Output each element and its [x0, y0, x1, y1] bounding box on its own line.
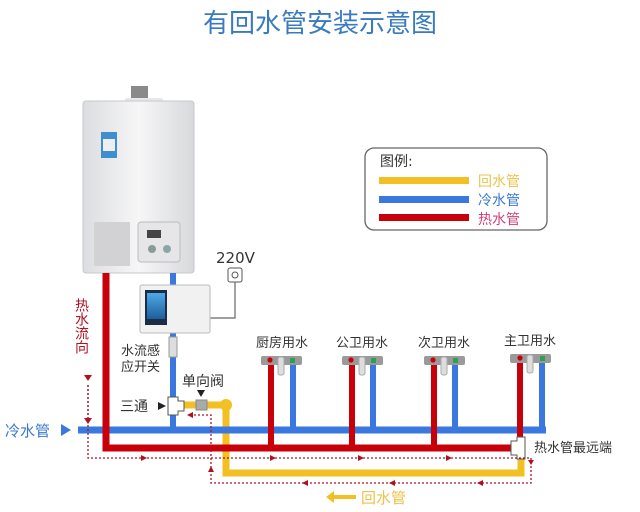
tee-fitting	[167, 396, 185, 416]
hot-pipe-main	[102, 273, 512, 452]
cold-pipe-label: 冷水管	[5, 422, 50, 440]
farthest-end-label: 热水管最远端	[534, 441, 612, 456]
power-cable	[210, 282, 236, 319]
tee-label: 三通	[120, 399, 148, 415]
legend: 图例: 回水管 冷水管 热水管	[364, 147, 548, 231]
return-pipe	[183, 401, 525, 477]
heater-control-panel	[137, 221, 181, 263]
check-valve	[195, 399, 208, 411]
legend-label-cold: 冷水管	[478, 193, 520, 209]
hot-flow-label: 热水流向	[73, 298, 89, 354]
fixture-label-second-bath: 次卫用水	[418, 335, 470, 351]
water-heater	[82, 86, 195, 274]
fixture-kitchen: 厨房用水	[256, 335, 308, 376]
power-label: 220V	[216, 249, 256, 267]
flow-switch-unit	[139, 284, 211, 358]
cold-inlet-arrow-icon	[61, 424, 71, 436]
check-valve-label: 单向阀	[182, 374, 224, 390]
return-pipe-label: 回水管	[361, 489, 406, 507]
check-valve-arrow-icon	[197, 390, 205, 397]
flow-arrows	[84, 375, 534, 486]
fixture-second-bath: 次卫用水	[418, 335, 470, 376]
hot-flow-direction	[87, 385, 532, 484]
legend-label-return: 回水管	[478, 174, 520, 190]
legend-label-hot: 热水管	[478, 212, 520, 228]
legend-line-hot	[379, 214, 469, 221]
legend-heading: 图例:	[380, 154, 413, 170]
fixture-label-master-bath: 主卫用水	[504, 334, 556, 349]
flow-switch-label-2: 应开关	[121, 359, 160, 375]
fixture-label-kitchen: 厨房用水	[256, 335, 308, 351]
power-socket-icon	[227, 267, 243, 283]
legend-line-return	[379, 177, 469, 184]
page-title: 有回水管安装示意图	[203, 9, 437, 39]
farthest-end-tee	[510, 436, 526, 460]
fixture-public-bath: 公卫用水	[336, 336, 388, 376]
return-arrow-icon	[326, 491, 356, 503]
flow-sensor	[168, 336, 178, 358]
legend-line-cold	[379, 196, 469, 203]
tee-arrow-icon	[158, 402, 166, 410]
fixture-label-public-bath: 公卫用水	[336, 336, 388, 351]
fixture-master-bath: 主卫用水	[504, 334, 556, 374]
flow-switch-label-1: 水流感	[121, 343, 160, 359]
